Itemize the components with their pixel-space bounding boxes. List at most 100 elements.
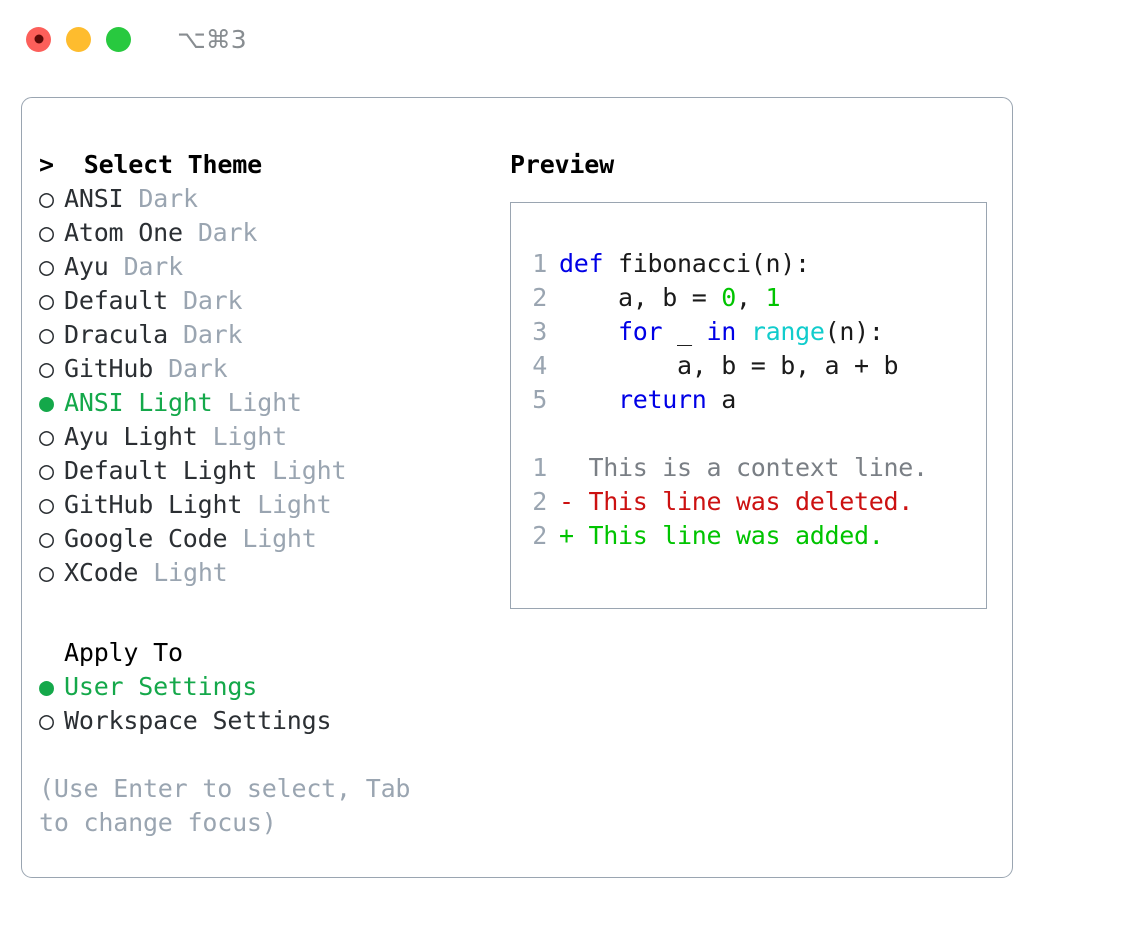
code-line-number: 3 [532, 317, 547, 346]
code-token-plain: a, b = [559, 283, 722, 312]
radio-unselected-icon: ○ [39, 184, 54, 213]
diff-line-text: This line was deleted. [573, 487, 914, 516]
close-button[interactable] [26, 26, 51, 52]
radio-unselected-icon: ○ [39, 286, 54, 315]
diff-marker: + [559, 521, 574, 550]
radio-unselected-icon: ○ [39, 706, 54, 735]
theme-option-github-light[interactable]: ○ GitHub Light Light [39, 488, 487, 522]
prompt-caret-icon: > [39, 150, 54, 179]
theme-option-label: GitHub [64, 354, 154, 383]
keyboard-shortcut-label: ⌥⌘3 [177, 24, 247, 54]
code-line: 4 a, b = b, a + b [525, 349, 986, 383]
code-line-number: 5 [532, 385, 547, 414]
theme-option-kind: Dark [168, 354, 228, 383]
code-line-number: 4 [532, 351, 547, 380]
theme-option-kind: Light [227, 388, 302, 417]
theme-option-ansi-light[interactable]: ● ANSI Light Light [39, 386, 487, 420]
code-spacer [525, 417, 986, 451]
apply-to-heading: Apply To [64, 638, 183, 667]
code-token-kw: return [618, 385, 707, 414]
radio-unselected-icon: ○ [39, 218, 54, 247]
theme-option-kind: Dark [123, 252, 184, 281]
theme-option-default-light[interactable]: ○ Default Light Light [39, 454, 487, 488]
radio-unselected-icon: ○ [39, 490, 54, 519]
code-token-plain [559, 317, 618, 346]
theme-option-label: Default [64, 286, 168, 315]
preview-heading: Preview [510, 150, 614, 179]
code-token-kw: for [618, 317, 663, 346]
diff-line-del: 2- This line was deleted. [525, 485, 986, 519]
radio-selected-icon: ● [39, 388, 54, 417]
theme-option-xcode[interactable]: ○ XCode Light [39, 556, 487, 590]
theme-option-label: Google Code [64, 524, 228, 553]
theme-option-kind: Light [272, 456, 347, 485]
theme-option-label: ANSI [64, 184, 124, 213]
code-line-number: 1 [532, 249, 547, 278]
traffic-light-group [26, 26, 131, 52]
diff-line-text: This line was added. [573, 521, 884, 550]
code-line: 3 for _ in range(n): [525, 315, 986, 349]
theme-option-label: Default Light [64, 456, 258, 485]
code-line: 5 return a [525, 383, 986, 417]
code-token-plain: (n): [824, 317, 884, 346]
theme-option-github[interactable]: ○ GitHub Dark [39, 352, 487, 386]
theme-option-label: Ayu [64, 252, 109, 281]
maximize-button[interactable] [106, 26, 131, 52]
keyboard-hint: (Use Enter to select, Tab to change focu… [39, 774, 411, 837]
apply-to-option-user-settings[interactable]: ●User Settings [39, 670, 487, 704]
diff-line-ctx: 1 This is a context line. [525, 451, 986, 485]
theme-option-label: Dracula [64, 320, 168, 349]
radio-unselected-icon: ○ [39, 456, 54, 485]
diff-line-text: This is a context line. [573, 453, 929, 482]
code-token-num: 0 [721, 283, 737, 312]
minimize-button[interactable] [66, 26, 91, 52]
theme-option-kind: Dark [197, 218, 258, 247]
theme-option-label: GitHub Light [64, 490, 243, 519]
radio-unselected-icon: ○ [39, 524, 54, 553]
diff-line-number: 2 [532, 521, 547, 550]
diff-marker: - [559, 487, 574, 516]
apply-to-option-label: User Settings [64, 672, 258, 701]
code-token-plain: , [736, 283, 766, 312]
radio-unselected-icon: ○ [39, 422, 54, 451]
apply-to-option-label: Workspace Settings [64, 706, 332, 735]
apply-to-option-workspace-settings[interactable]: ○ Workspace Settings [39, 704, 487, 738]
apply-to-list: ●User Settings○ Workspace Settings [39, 670, 487, 738]
theme-option-kind: Light [257, 490, 332, 519]
theme-option-label: XCode [64, 558, 139, 587]
theme-option-kind: Light [242, 524, 317, 553]
radio-unselected-icon: ○ [39, 354, 54, 383]
theme-option-atom-one[interactable]: ○ Atom One Dark [39, 216, 487, 250]
code-token-plain: _ [662, 317, 707, 346]
theme-option-google-code[interactable]: ○ Google Code Light [39, 522, 487, 556]
theme-option-kind: Light [212, 422, 287, 451]
theme-option-ayu-light[interactable]: ○ Ayu Light Light [39, 420, 487, 454]
theme-option-label: Ayu Light [64, 422, 198, 451]
code-token-plain: a [706, 385, 737, 414]
theme-option-dracula[interactable]: ○ Dracula Dark [39, 318, 487, 352]
radio-unselected-icon: ○ [39, 320, 54, 349]
page-title-label: Select Theme [83, 150, 262, 179]
theme-option-kind: Light [153, 558, 228, 587]
theme-option-kind: Dark [182, 320, 243, 349]
theme-option-label: ANSI Light [64, 388, 213, 417]
page-title: > Select Theme [39, 148, 487, 182]
code-token-plain: fibonacci(n): [603, 249, 810, 278]
radio-unselected-icon: ○ [39, 558, 54, 587]
diff-line-number: 1 [532, 453, 547, 482]
code-token-plain: a, b = b, a + b [559, 351, 899, 380]
code-line-number: 2 [532, 283, 547, 312]
code-token-plain [559, 385, 618, 414]
window-titlebar: ⌥⌘3 [0, 0, 1140, 78]
diff-sample: 1 This is a context line.2- This line wa… [525, 451, 986, 553]
theme-option-label: Atom One [64, 218, 183, 247]
